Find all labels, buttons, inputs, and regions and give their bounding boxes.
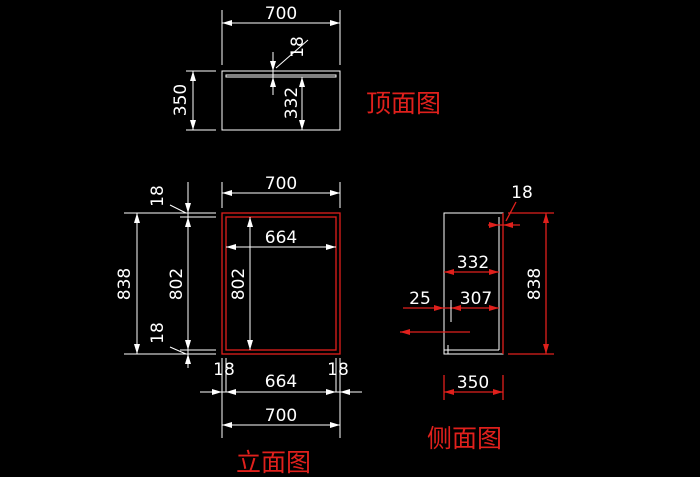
- side-shelf-label: 307: [460, 289, 492, 309]
- side-height-arrow-bottom: [543, 344, 549, 354]
- front-inner-height-outer-label: 802: [167, 268, 187, 300]
- side-offset-label: 25: [409, 289, 431, 309]
- top-view-title: 顶面图: [366, 89, 441, 118]
- front-inner-width-label: 664: [265, 228, 297, 248]
- side-shelf-arrow-right: [489, 305, 499, 311]
- top-inner-arrow-bottom: [299, 120, 305, 130]
- front-left-panel-arrow: [212, 389, 222, 395]
- front-inner-height-outer-arrow-top: [185, 217, 191, 227]
- front-right-panel-label: 18: [327, 360, 349, 380]
- side-depth-label: 350: [457, 373, 489, 393]
- side-view-outline: [443, 212, 504, 355]
- side-panel-arrow-b: [503, 222, 513, 228]
- front-panel-top-arrow: [185, 203, 191, 213]
- front-panel-bottom-arrow: [185, 354, 191, 364]
- top-depth-label: 350: [171, 84, 191, 116]
- front-width-label: 700: [265, 174, 297, 194]
- front-view-inner-outline: [225, 216, 337, 351]
- front-inner-height-label: 802: [229, 268, 249, 300]
- side-shelf-arrow-left: [451, 305, 461, 311]
- front-bottom-width-arrow-right: [330, 422, 340, 428]
- side-leader-arrow: [400, 329, 410, 335]
- top-view-back-panel: [225, 74, 337, 78]
- front-view: 700 664 802 838 802 18 18: [115, 174, 362, 477]
- side-height-arrow-top: [543, 213, 549, 223]
- front-height-arrow-top: [134, 213, 140, 223]
- top-inner-arrow-top: [299, 77, 305, 87]
- front-height-arrow-bottom: [134, 344, 140, 354]
- front-bottom-inner-label: 664: [265, 372, 297, 392]
- front-height-label: 838: [115, 268, 135, 300]
- top-view-outline: [221, 70, 341, 131]
- front-panel-top-label: 18: [148, 185, 168, 207]
- side-inner-depth-arrow-right: [489, 269, 499, 275]
- top-panel-label: 18: [288, 36, 308, 58]
- top-panel-arrow-a: [270, 61, 276, 71]
- side-panel-arrow-a: [489, 222, 499, 228]
- front-bottom-inner-arrow-left: [226, 389, 236, 395]
- side-view: 18 332 25 307 838 350 侧面图: [400, 183, 554, 453]
- front-panel-bottom-label: 18: [148, 322, 168, 344]
- top-width-arrow-left: [222, 20, 232, 26]
- front-inner-width-arrow-right: [326, 244, 336, 250]
- top-view: 700 350 18 332 顶面图: [171, 4, 441, 131]
- front-bottom-inner-arrow-right: [326, 389, 336, 395]
- front-bottom-width-arrow-left: [222, 422, 232, 428]
- front-inner-height-arrow-top: [247, 217, 253, 227]
- front-view-outline: [221, 212, 341, 355]
- side-view-title: 侧面图: [427, 424, 502, 453]
- side-height-label: 838: [525, 268, 545, 300]
- front-panel-bottom-leader: [169, 346, 187, 355]
- front-panel-top-leader: [169, 204, 187, 214]
- top-panel-arrow-b: [270, 77, 276, 87]
- side-inner-depth-label: 332: [457, 253, 489, 273]
- top-panel-leader: [275, 39, 309, 69]
- front-inner-width-arrow-left: [226, 244, 236, 250]
- side-panel-leader: [505, 201, 517, 222]
- front-left-panel-label: 18: [213, 360, 235, 380]
- side-inner-depth-arrow-left: [444, 269, 454, 275]
- front-bottom-width-label: 700: [265, 406, 297, 426]
- side-depth-arrow-left: [444, 389, 454, 395]
- top-depth-arrow-top: [190, 71, 196, 81]
- side-offset-arrow: [434, 305, 444, 311]
- front-width-arrow-right: [330, 190, 340, 196]
- front-view-title: 立面图: [236, 448, 311, 477]
- front-right-panel-arrow: [340, 389, 350, 395]
- top-depth-arrow-bottom: [190, 120, 196, 130]
- side-panel-label: 18: [511, 183, 533, 203]
- front-inner-height-arrow-bottom: [247, 340, 253, 350]
- top-inner-label: 332: [282, 87, 302, 119]
- front-width-arrow-left: [222, 190, 232, 196]
- top-width-arrow-right: [330, 20, 340, 26]
- front-inner-height-outer-arrow-bottom: [185, 340, 191, 350]
- top-width-label: 700: [265, 4, 297, 24]
- side-depth-arrow-right: [493, 389, 503, 395]
